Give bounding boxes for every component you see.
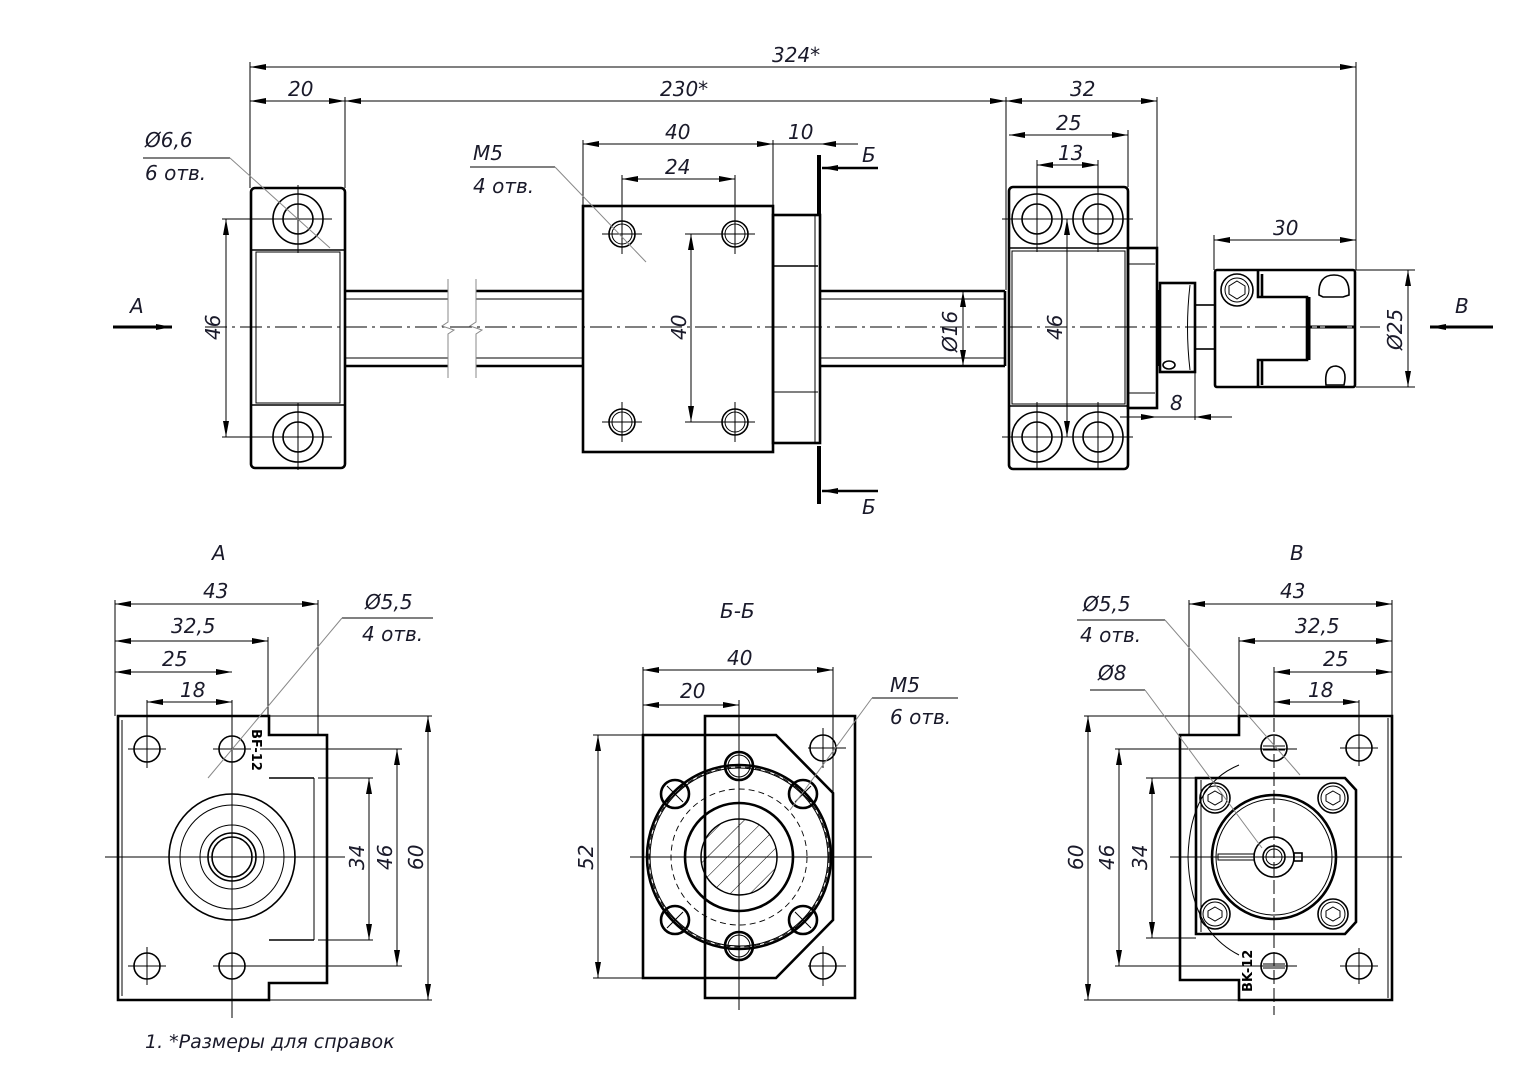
screw-shaft [345, 279, 1007, 378]
svg-text:60: 60 [1064, 845, 1088, 870]
hex-screw-icon [1317, 782, 1349, 814]
svg-text:43: 43 [203, 579, 228, 603]
section-bb: Б-Б 40 20 52 M5 6 отв. [574, 599, 958, 1010]
mounting-hole [1260, 734, 1288, 762]
view-arrow-a: A [113, 294, 172, 330]
svg-text:Ø8: Ø8 [1097, 661, 1126, 685]
hex-screw-icon [1317, 898, 1349, 930]
part-label-bk12: BK-12 [1241, 950, 1256, 992]
view-b: B BK-12 43 32,5 25 [1064, 541, 1402, 1015]
dim-nut-pitch: 24 [665, 155, 690, 179]
section-label-top: Б [862, 143, 876, 167]
svg-text:6 отв.: 6 отв. [890, 705, 951, 729]
coupling [1213, 268, 1357, 389]
support-hole [808, 946, 846, 986]
view-b-title: B [1290, 541, 1304, 565]
view-a-body [116, 714, 329, 1002]
flange-hole [723, 930, 755, 962]
dim-overall: 324* [772, 43, 820, 67]
part-label-bf12: BF-12 [248, 729, 263, 771]
hex-screw-icon [1220, 273, 1254, 307]
svg-text:52: 52 [574, 845, 598, 870]
dim-nut-hole-vertical: 40 [667, 315, 691, 340]
svg-text:34: 34 [1128, 845, 1152, 870]
dim-locknut-width: 8 [1170, 391, 1183, 415]
dim-nut-flange: 40 [665, 120, 690, 144]
svg-text:B: B [1455, 294, 1469, 318]
dim-floating-height: 46 [1043, 315, 1067, 340]
view-a-title: A [210, 541, 226, 565]
view-b-body [1178, 714, 1394, 1002]
svg-text:43: 43 [1280, 579, 1305, 603]
dim-fixed-width: 20 [288, 77, 313, 101]
flange-hole [787, 778, 819, 810]
svg-text:18: 18 [180, 678, 205, 702]
mounting-hole [1340, 948, 1378, 984]
flange-hole [659, 904, 691, 936]
mounting-hole [1340, 730, 1378, 766]
dim-floating-width: 32 [1070, 77, 1095, 101]
footnote: 1. *Размеры для справок [145, 1031, 395, 1053]
dim-support-height: 46 [201, 315, 225, 340]
flange-hole [723, 750, 755, 782]
svg-text:60: 60 [404, 845, 428, 870]
svg-text:Ø6,6: Ø6,6 [144, 128, 193, 152]
view-a: A BF-12 43 32,5 25 18 [105, 541, 433, 1018]
break-line [440, 279, 456, 378]
svg-text:32,5: 32,5 [1295, 614, 1340, 638]
svg-text:6 отв.: 6 отв. [145, 161, 206, 185]
mounting-hole [128, 947, 166, 985]
svg-text:M5: M5 [473, 141, 503, 165]
view-arrow-b: B [1430, 294, 1493, 330]
flange-hole [787, 904, 819, 936]
svg-text:25: 25 [1323, 647, 1348, 671]
section-bb-title: Б-Б [720, 599, 755, 623]
main-view: Б Б [113, 43, 1493, 519]
flange-hole [659, 778, 691, 810]
mounting-hole [128, 730, 166, 768]
dim-coupling-diameter: Ø25 [1383, 309, 1407, 351]
callout-nut-holes: M5 4 отв. [470, 141, 647, 263]
dim-floating-block: 25 [1056, 111, 1081, 135]
svg-text:46: 46 [1095, 845, 1119, 870]
break-line [468, 279, 484, 378]
svg-text:18: 18 [1308, 678, 1333, 702]
fixed-support [249, 185, 347, 470]
svg-text:A: A [128, 294, 144, 318]
section-marker: Б Б [817, 143, 878, 519]
section-label-bottom: Б [862, 495, 876, 519]
callout-fixed-holes: Ø6,6 6 отв. [143, 128, 331, 249]
svg-text:32,5: 32,5 [171, 614, 216, 638]
dim-floating-pitch: 13 [1058, 141, 1083, 165]
dim-nut-collar: 10 [788, 120, 813, 144]
svg-text:25: 25 [162, 647, 187, 671]
svg-text:46: 46 [373, 845, 397, 870]
floating-support [1002, 160, 1159, 471]
support-hole [808, 728, 846, 768]
svg-text:Ø5,5: Ø5,5 [1082, 592, 1131, 616]
dim-shaft-diameter: Ø16 [938, 311, 962, 353]
svg-text:4 отв.: 4 отв. [1080, 623, 1141, 647]
svg-text:4 отв.: 4 отв. [473, 174, 534, 198]
housing-flange [1194, 776, 1358, 936]
lock-nut [1156, 281, 1216, 374]
svg-text:M5: M5 [890, 673, 920, 697]
svg-text:4 отв.: 4 отв. [362, 622, 423, 646]
svg-text:40: 40 [727, 646, 752, 670]
ball-nut [581, 204, 822, 454]
hex-screw-icon [1199, 898, 1231, 930]
svg-text:34: 34 [345, 845, 369, 870]
dimensions: 324* 20 230* 32 25 13 40 24 10 [201, 43, 1415, 438]
nut-hole [602, 402, 642, 442]
dim-shaft-between: 230* [660, 77, 708, 101]
svg-text:20: 20 [680, 679, 705, 703]
dim-coupling-length: 30 [1273, 216, 1298, 240]
hex-screw-icon [1199, 782, 1231, 814]
mounting-hole [213, 952, 251, 980]
svg-text:Ø5,5: Ø5,5 [364, 590, 413, 614]
